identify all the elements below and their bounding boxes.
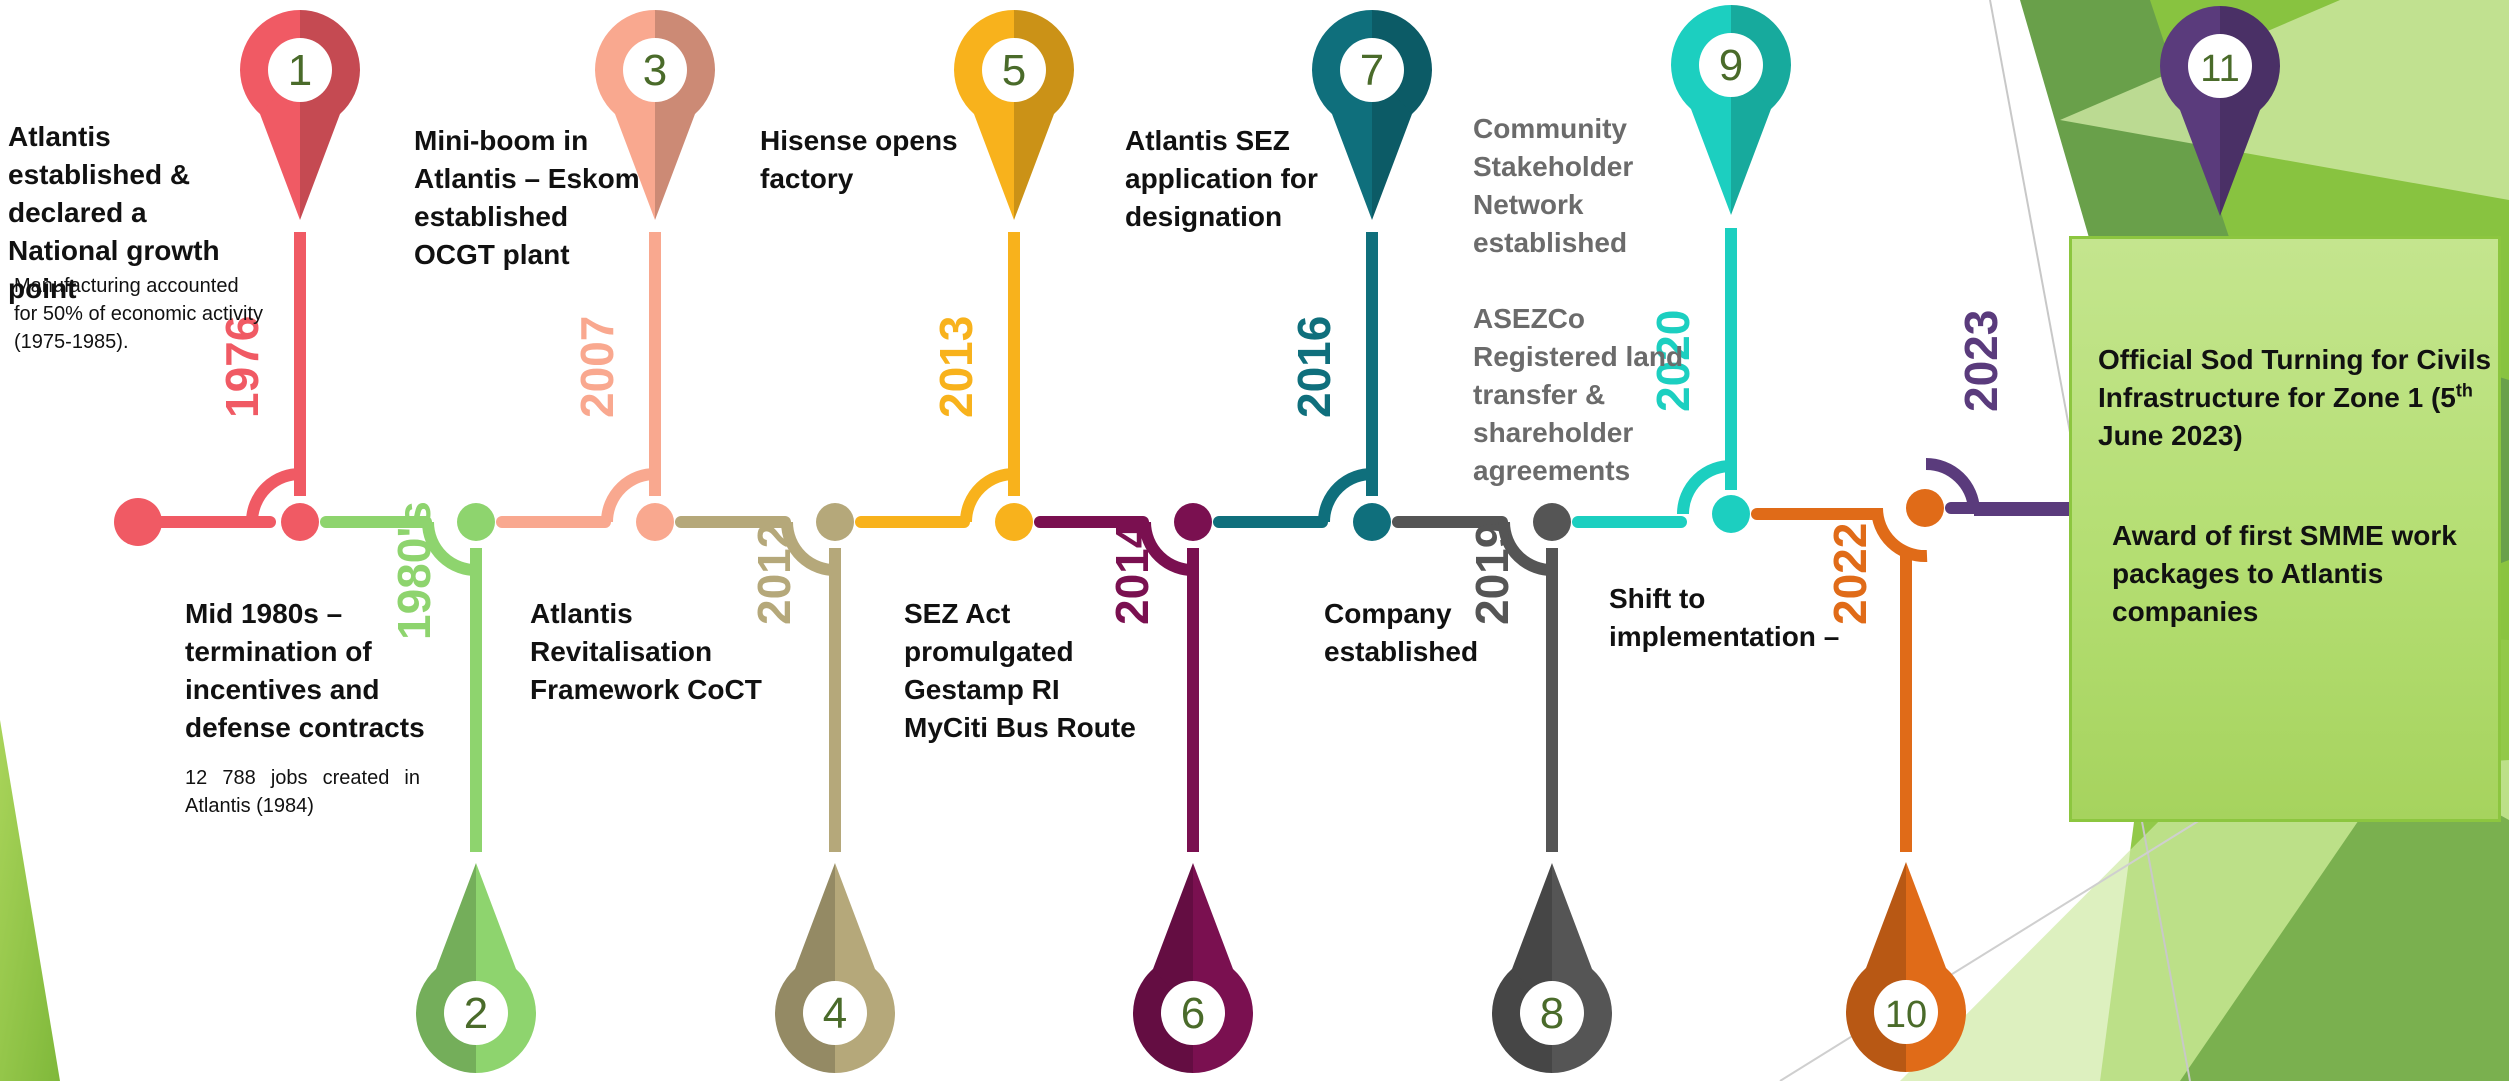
sod-turning-line3: June 2023) bbox=[2098, 420, 2243, 451]
year-label-9: 2020 bbox=[1647, 310, 1699, 412]
timeline-hook-3 bbox=[600, 467, 658, 523]
timeline-hook-10 bbox=[1870, 507, 1928, 563]
pin-inner-circle bbox=[1520, 981, 1584, 1045]
pin-marker-8: 8 bbox=[1492, 863, 1612, 1073]
milestone-5-title: Hisense opens factory bbox=[760, 125, 958, 194]
year-label-3: 2007 bbox=[571, 316, 623, 418]
timeline-dot-4 bbox=[816, 503, 854, 541]
timeline-dot-9 bbox=[1712, 495, 1750, 533]
timeline-dot-5 bbox=[995, 503, 1033, 541]
pin-inner-circle bbox=[444, 981, 508, 1045]
milestone-2-note: 12 788 jobs created in Atlantis (1984) bbox=[185, 767, 420, 817]
pin-marker-1: 1 bbox=[240, 10, 360, 220]
year-label-6: 2014 bbox=[1106, 522, 1158, 625]
milestone-3-title: Mini-boom in Atlantis – Eskom establishe… bbox=[414, 125, 640, 270]
timeline-hook-1 bbox=[245, 467, 303, 523]
milestone-pins: 1 2 3 4 5 6 7 8 9 10 11 bbox=[240, 5, 2280, 1073]
year-label-2: 1980's bbox=[388, 501, 440, 640]
year-label-5: 2013 bbox=[930, 316, 982, 418]
pin-inner-circle bbox=[268, 38, 332, 102]
pin-marker-7: 7 bbox=[1312, 10, 1432, 220]
sod-turning-line2: Infrastructure for Zone 1 (5 bbox=[2098, 382, 2456, 413]
pin-number-10: 10 bbox=[1885, 994, 1927, 1036]
milestone-8-title: Company established bbox=[1324, 598, 1479, 667]
timeline-dot-2 bbox=[457, 503, 495, 541]
milestone-9-title: Community Stakeholder Network establishe… bbox=[1473, 113, 1634, 258]
sod-turning-line1: Official Sod Turning for Civils bbox=[2098, 344, 2492, 375]
pin-inner-circle bbox=[1874, 980, 1938, 1044]
timeline-hook-9 bbox=[1676, 459, 1734, 515]
year-labels: 1976 1980's 2007 2012 2013 2014 2016 2019 2020 20… bbox=[216, 310, 2007, 640]
timeline-dot-3 bbox=[636, 503, 674, 541]
pin-marker-5: 5 bbox=[954, 10, 1074, 220]
pin-marker-6: 6 bbox=[1133, 863, 1253, 1073]
pin-number-7: 7 bbox=[1360, 46, 1384, 95]
pin-number-4: 4 bbox=[823, 989, 847, 1038]
timeline-hook-8 bbox=[1497, 521, 1555, 577]
pin-inner-circle bbox=[982, 38, 1046, 102]
timeline-end-hook bbox=[1925, 457, 1980, 511]
bg-shape-3 bbox=[2060, 0, 2509, 200]
milestone-1-note: Manufacturing accounted for 50% of econo… bbox=[14, 275, 263, 353]
bg-thin-line-2 bbox=[1779, 819, 2201, 1081]
milestone-9-title2: ASEZCo Registered land transfer & shareh… bbox=[1473, 303, 1684, 486]
pin-number-2: 2 bbox=[464, 989, 488, 1038]
year-label-8: 2019 bbox=[1466, 523, 1518, 625]
milestone-6-title: SEZ Act promulgated Gestamp RI MyCiti Bu… bbox=[904, 598, 1136, 743]
timeline-hook-2 bbox=[421, 521, 479, 577]
timeline-dot-1 bbox=[281, 503, 319, 541]
timeline-hook-7 bbox=[1317, 467, 1375, 523]
timeline-dot-10 bbox=[1906, 489, 1944, 527]
milestone-1-title: Atlantis established & declared a Nation… bbox=[8, 121, 220, 304]
sod-turning-text: Official Sod Turning for Civils Infrastr… bbox=[2098, 341, 2498, 455]
pin-marker-4: 4 bbox=[775, 863, 895, 1073]
bg-shape-left bbox=[0, 720, 60, 1081]
timeline-lines bbox=[114, 228, 2239, 852]
timeline-dot-6 bbox=[1174, 503, 1212, 541]
pin-inner-circle bbox=[1340, 38, 1404, 102]
milestone-7-title: Atlantis SEZ application for designation bbox=[1125, 125, 1318, 232]
year-label-4: 2012 bbox=[748, 523, 800, 625]
bg-shape-6 bbox=[2180, 760, 2509, 1081]
pin-number-6: 6 bbox=[1181, 989, 1205, 1038]
pin-number-8: 8 bbox=[1540, 989, 1564, 1038]
pin-inner-circle bbox=[803, 981, 867, 1045]
pin-inner-circle bbox=[1699, 33, 1763, 97]
milestone-10-title: Shift to implementation – bbox=[1609, 583, 1840, 652]
pin-marker-3: 3 bbox=[595, 10, 715, 220]
pin-marker-9: 9 bbox=[1671, 5, 1791, 215]
sod-turning-sup: th bbox=[2455, 380, 2473, 401]
milestone-2-title: Mid 1980s – termination of incentives an… bbox=[185, 598, 425, 743]
pin-inner-circle bbox=[1161, 981, 1225, 1045]
pin-marker-10: 10 bbox=[1846, 862, 1966, 1072]
pin-marker-11: 11 bbox=[2160, 6, 2280, 216]
pin-inner-circle bbox=[2188, 34, 2252, 98]
pin-number-11: 11 bbox=[2200, 48, 2239, 90]
timeline-dot-8 bbox=[1533, 503, 1571, 541]
pin-marker-2: 2 bbox=[416, 863, 536, 1073]
timeline-hook-6 bbox=[1138, 521, 1196, 577]
timeline-dot-7 bbox=[1353, 503, 1391, 541]
pin-inner-circle bbox=[623, 38, 687, 102]
milestone-4-title: Atlantis Revitalisation Framework CoCT bbox=[530, 598, 762, 705]
year-label-10: 2022 bbox=[1824, 523, 1876, 625]
award-text: Award of first SMME work packages to Atl… bbox=[2112, 520, 2457, 627]
pin-number-5: 5 bbox=[1002, 46, 1026, 95]
pin-number-9: 9 bbox=[1719, 41, 1743, 90]
timeline-hook-4 bbox=[780, 521, 838, 577]
final-milestone-box: Official Sod Turning for Civils Infrastr… bbox=[2069, 236, 2501, 822]
pin-number-1: 1 bbox=[288, 46, 312, 95]
year-label-1: 1976 bbox=[216, 316, 268, 418]
timeline-hook-5 bbox=[959, 467, 1017, 523]
year-label-7: 2016 bbox=[1288, 316, 1340, 418]
year-label-11: 2023 bbox=[1955, 310, 2007, 412]
pin-number-3: 3 bbox=[643, 46, 667, 95]
